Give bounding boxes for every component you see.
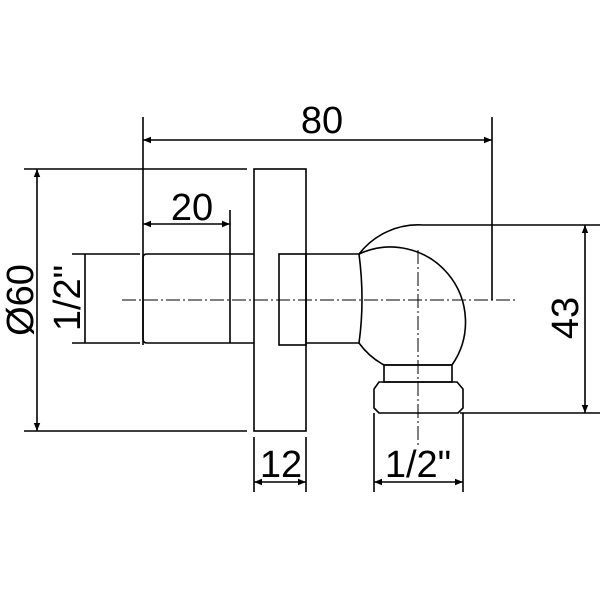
label-43: 43 bbox=[545, 297, 587, 339]
elbow-ball bbox=[358, 246, 467, 366]
dimension-12 bbox=[253, 437, 307, 492]
dimension-80 bbox=[142, 117, 493, 345]
label-80: 80 bbox=[301, 100, 343, 142]
inlet-pipe bbox=[142, 253, 254, 344]
dimension-inlet-thread bbox=[72, 253, 140, 344]
centerlines bbox=[122, 250, 515, 445]
label-20: 20 bbox=[171, 187, 213, 229]
label-inlet-thread: 1/2" bbox=[47, 265, 89, 331]
label-12: 12 bbox=[260, 444, 302, 486]
dimension-20 bbox=[143, 210, 231, 343]
elbow-body bbox=[306, 253, 359, 344]
dimension-43 bbox=[423, 224, 600, 414]
dimension-diameter-60 bbox=[24, 168, 247, 432]
label-outlet-thread: 1/2" bbox=[385, 444, 451, 486]
label-diameter-60: Ø60 bbox=[0, 264, 42, 336]
dimension-outlet-thread bbox=[373, 413, 464, 492]
